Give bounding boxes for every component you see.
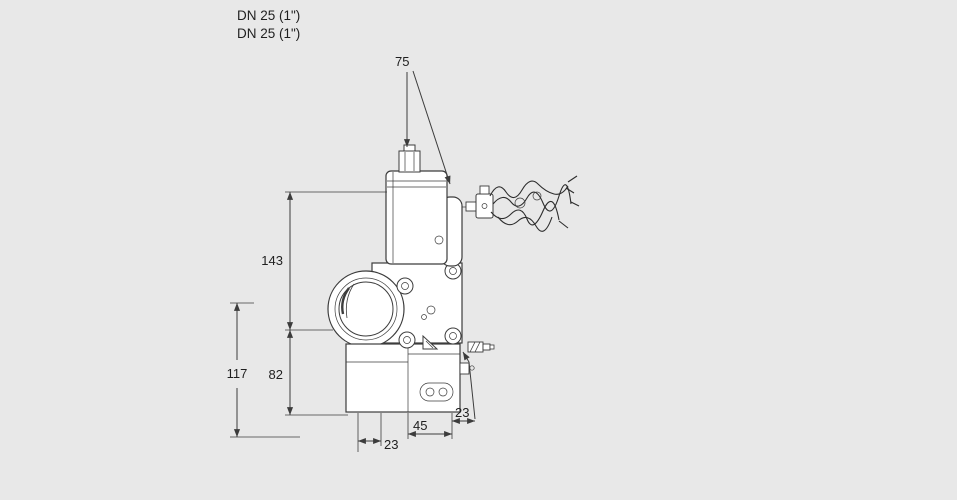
side-step (459, 362, 470, 375)
dim-label-117: 117 (227, 366, 248, 381)
dim-label-23-right: 23 (455, 405, 469, 420)
plug-screw (481, 203, 488, 209)
wire-fray-3 (558, 220, 569, 229)
actuator-housing (385, 170, 448, 265)
side-screw (469, 365, 475, 371)
product-size-title: DN 25 (1") DN 25 (1") (237, 7, 300, 43)
solenoid-actuator (385, 170, 463, 267)
nipple-tip (482, 343, 491, 351)
port-circle-right (438, 387, 448, 397)
cable-wires (489, 175, 580, 232)
bolt-circle-inner (449, 267, 457, 275)
bolt-circle-inner (403, 336, 411, 344)
test-nipple (467, 341, 495, 353)
valve-top-cap (398, 144, 421, 173)
bolt-circle-inner (401, 282, 409, 290)
bolt-circle (444, 327, 462, 345)
dim-label-45: 45 (413, 418, 427, 433)
small-port-circle-2 (421, 314, 427, 320)
flag-hatch (425, 340, 434, 349)
wire-fray-1 (567, 175, 578, 183)
thread-shading-arc (341, 287, 350, 315)
inlet-flange (327, 270, 405, 348)
regulator-block (345, 343, 475, 413)
wire-strand-1 (489, 180, 569, 199)
dim-label-23-left: 23 (384, 437, 398, 452)
port-circle-left (425, 387, 435, 397)
wire-curl-2 (532, 191, 542, 201)
plug-pin-housing (465, 201, 477, 212)
flange-bore (338, 281, 394, 337)
thread-major-circle (334, 277, 398, 341)
small-port-circle (426, 305, 436, 315)
wire-strand-3 (490, 200, 560, 226)
wire-fray-2 (570, 201, 580, 207)
dim-label-143: 143 (261, 253, 283, 268)
thread-shading-arc-2 (345, 283, 355, 319)
size-title-line-1: DN 25 (1") (237, 8, 301, 23)
wire-strand-4 (497, 216, 553, 232)
bolt-circle-inner (449, 332, 457, 340)
valve-assembly (327, 144, 580, 413)
cap-nut (398, 150, 421, 173)
flow-direction-flag (422, 334, 439, 350)
leader-test-nipple (462, 351, 476, 420)
leader-75-right (412, 70, 451, 185)
dimension-annotations: 75 143 117 82 23 45 23 (227, 54, 476, 452)
dim-label-75: 75 (395, 54, 409, 69)
plug-gland (479, 185, 490, 195)
sight-slot (419, 382, 454, 402)
wire-curl-1 (514, 197, 526, 209)
nipple-hatch-1 (469, 341, 476, 353)
nipple-hatch-2 (474, 341, 481, 353)
plug-body (475, 193, 494, 219)
nipple-end (489, 344, 495, 350)
wire-strand-2 (492, 184, 572, 212)
bolt-circle (396, 277, 414, 295)
size-title-line-2: DN 25 (1") (237, 26, 301, 41)
position-indicator (434, 235, 444, 245)
wire-fray-4 (565, 187, 575, 194)
cable-plug (462, 185, 494, 219)
bolt-circle (398, 331, 416, 349)
dim-label-82: 82 (269, 367, 283, 382)
